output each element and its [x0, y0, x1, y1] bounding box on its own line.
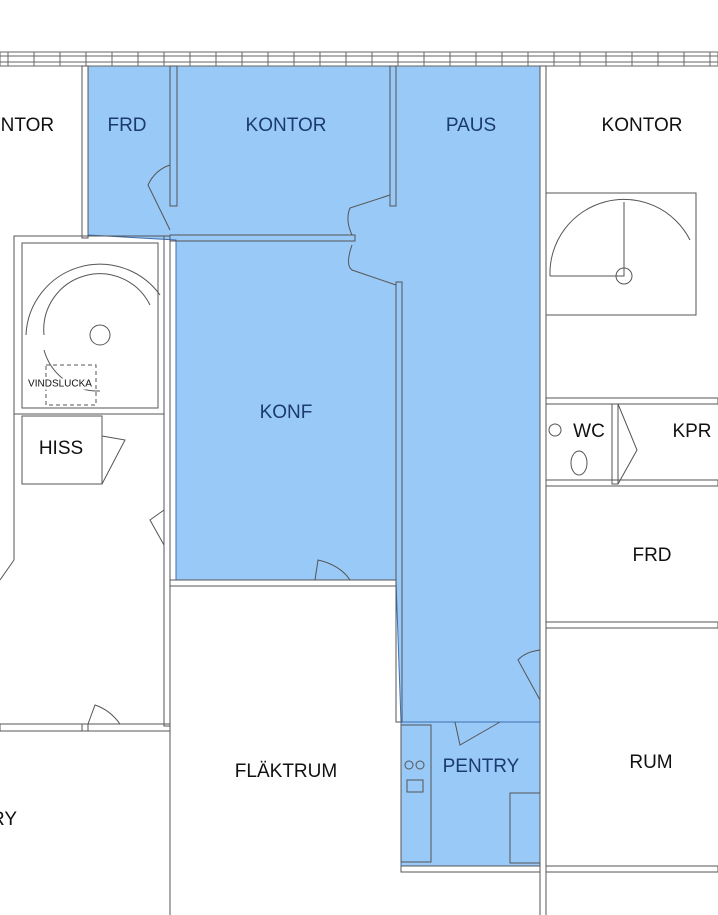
exterior-wall [0, 51, 718, 67]
room-label-vindslucka: VINDSLUCKA [28, 378, 92, 390]
highlighted-area[interactable] [87, 65, 541, 867]
walls [0, 65, 718, 915]
room-label-kpr: KPR [672, 421, 712, 442]
room-label-kontor-right: KONTOR [601, 115, 683, 136]
room-label-frd-right: FRD [632, 545, 672, 566]
room-label-flaktrum: FLÄKTRUM [234, 761, 338, 782]
room-label-paus[interactable]: PAUS [445, 115, 497, 136]
room-label-wc: WC [573, 421, 605, 442]
room-label-kontor-left: ONTOR [0, 115, 55, 136]
room-label-left-bottom: RY [0, 809, 18, 830]
room-label-rum: RUM [629, 752, 673, 773]
room-label-konf[interactable]: KONF [259, 402, 313, 423]
room-label-frd[interactable]: FRD [107, 115, 147, 136]
room-label-kontor[interactable]: KONTOR [245, 115, 327, 136]
room-label-pentry[interactable]: PENTRY [442, 756, 520, 777]
room-label-hiss: HISS [38, 438, 84, 459]
